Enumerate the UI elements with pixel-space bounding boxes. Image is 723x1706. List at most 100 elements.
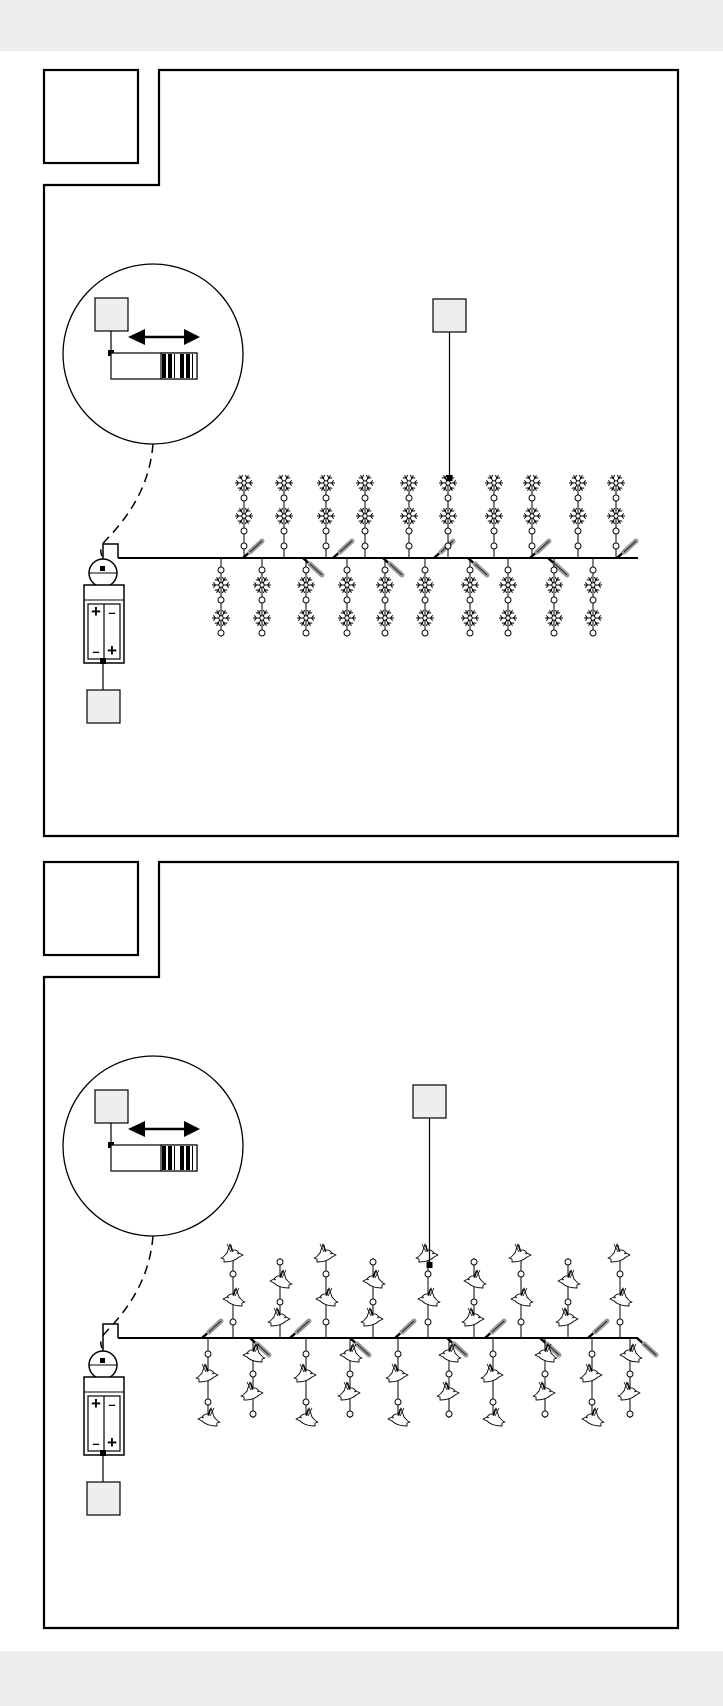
led-bulb	[550, 629, 558, 637]
led-bulb	[589, 629, 597, 637]
snowflake-icon	[356, 507, 374, 525]
led-bulb	[490, 527, 498, 535]
cable-connector	[547, 557, 570, 578]
bird-icon	[482, 1407, 506, 1427]
cable-connector	[332, 538, 355, 559]
led-bulb	[612, 542, 620, 550]
bird-icon	[242, 1343, 266, 1363]
bird-icon	[534, 1343, 558, 1363]
snowflake-icon	[485, 507, 503, 525]
led-bulb	[626, 1410, 634, 1418]
top-band	[0, 0, 723, 51]
snowflake-icon	[275, 474, 293, 492]
bird-icon	[337, 1381, 361, 1401]
bird-icon	[510, 1287, 534, 1307]
bird-icon	[362, 1269, 386, 1289]
led-bulb	[517, 1270, 525, 1278]
snowflake-icon	[297, 576, 315, 594]
cable-connector	[289, 1318, 312, 1339]
snowflake-icon	[338, 576, 356, 594]
polarity-sign: –	[92, 644, 99, 659]
led-bulb	[574, 527, 582, 535]
switch-magnifier	[62, 263, 244, 445]
led-bulb	[302, 629, 310, 637]
bird-icon	[480, 1363, 504, 1383]
bird-icon	[339, 1343, 363, 1363]
bird-icon	[557, 1269, 581, 1289]
snowflake-icon	[499, 576, 517, 594]
snowflake-icon	[439, 507, 457, 525]
panel-frame	[42, 68, 680, 838]
snowflake-icon	[400, 474, 418, 492]
magnifier-lead	[100, 1235, 154, 1349]
bird-icon	[295, 1407, 319, 1427]
led-bulb	[445, 1370, 453, 1378]
led-bulb	[574, 494, 582, 502]
led-bulb	[369, 1298, 377, 1306]
led-bulb	[322, 1318, 330, 1326]
snowflake-icon	[584, 576, 602, 594]
battery-label-box	[86, 689, 121, 724]
polarity-sign: +	[91, 1394, 101, 1413]
cable-connector	[242, 538, 265, 559]
cable-connector	[587, 1318, 610, 1339]
cable-connector	[636, 1337, 659, 1358]
led-bulb	[369, 1258, 377, 1266]
led-bulb	[280, 494, 288, 502]
snowflake-icon	[376, 609, 394, 627]
led-bulb	[466, 566, 474, 574]
cable-connector	[349, 1337, 372, 1358]
arrow-left	[128, 329, 145, 345]
pointer-dot	[426, 1262, 433, 1268]
led-bulb	[528, 542, 536, 550]
led-bulb	[361, 542, 369, 550]
light-chain	[118, 474, 639, 637]
led-bulb	[361, 494, 369, 502]
led-bulb	[343, 566, 351, 574]
bird-icon	[315, 1287, 339, 1307]
led-bulb	[276, 1258, 284, 1266]
bird-icon	[417, 1287, 441, 1307]
led-bulb	[504, 629, 512, 637]
led-bulb	[258, 596, 266, 604]
led-bulb	[626, 1370, 634, 1378]
snowflake-icon	[253, 576, 271, 594]
panel-frame	[42, 860, 680, 1630]
snowflake-icon	[584, 609, 602, 627]
led-bulb	[424, 1318, 432, 1326]
led-bulb	[574, 542, 582, 550]
snowflake-icon	[212, 609, 230, 627]
polarity-sign: –	[108, 1397, 115, 1412]
polarity-sign: +	[107, 1433, 117, 1452]
cable-connector	[467, 557, 490, 578]
led-bulb	[322, 494, 330, 502]
bird-icon	[617, 1381, 641, 1401]
led-bulb	[381, 629, 389, 637]
led-bulb	[302, 1398, 310, 1406]
led-bulb	[302, 566, 310, 574]
led-bulb	[346, 1370, 354, 1378]
led-bulb	[322, 527, 330, 535]
switch-label-box	[94, 297, 129, 332]
led-bulb	[616, 1270, 624, 1278]
bottom-band	[0, 1651, 723, 1701]
bird-icon	[195, 1363, 219, 1383]
led-bulb	[217, 566, 225, 574]
led-bulb	[612, 494, 620, 502]
led-bulb	[217, 629, 225, 637]
led-bulb	[612, 527, 620, 535]
bird-icon	[581, 1407, 605, 1427]
cable-connector	[394, 1318, 417, 1339]
bird-icon	[387, 1407, 411, 1427]
cable-connector	[616, 538, 639, 559]
cable-connector	[484, 1318, 507, 1339]
snowflake-icon	[317, 474, 335, 492]
snowflake-icon	[400, 507, 418, 525]
light-chain	[118, 1243, 659, 1427]
led-bulb	[240, 494, 248, 502]
ornament-label-box	[412, 1084, 447, 1119]
led-bulb	[470, 1258, 478, 1266]
polarity-sign: +	[107, 641, 117, 660]
snowflake-icon	[356, 474, 374, 492]
